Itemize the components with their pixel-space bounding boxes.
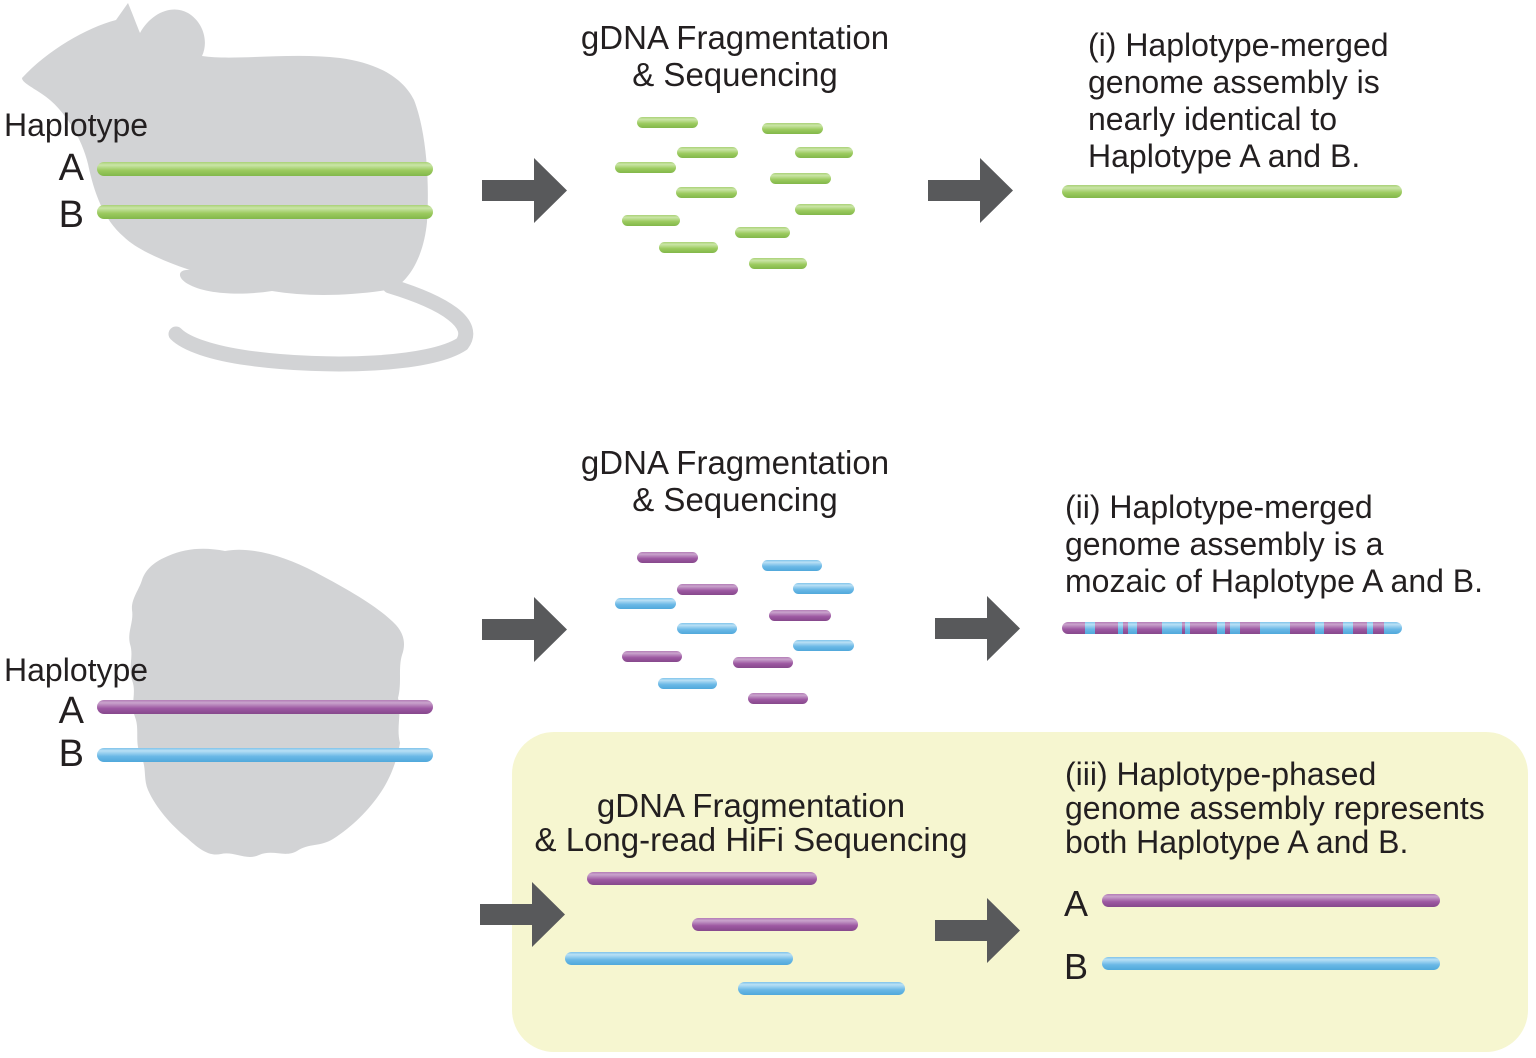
mosaic-segment (1240, 622, 1260, 634)
mosaic-segment (1343, 622, 1353, 634)
dna-fragment (795, 204, 855, 215)
mosaic-segment (1185, 622, 1190, 634)
hifi-long-read (738, 982, 905, 995)
hifi-long-read (692, 918, 858, 931)
mosaic-segment (1095, 622, 1118, 634)
result-iii-line1: (iii) Haplotype-phased (1065, 756, 1377, 792)
dna-fragment (769, 610, 831, 621)
phased-a-label: A (1063, 883, 1088, 924)
flow-arrow-icon (480, 882, 565, 947)
mosaic-segment (1260, 622, 1290, 634)
result-i-line2: genome assembly is (1088, 64, 1380, 100)
dna-fragment (677, 147, 738, 158)
haplotype-b-bar-row1 (97, 205, 433, 219)
result-iii-line2: genome assembly represents (1065, 790, 1485, 826)
result-i-line4: Haplotype A and B. (1088, 138, 1361, 174)
dna-fragment (749, 258, 807, 269)
haplotype-b-label-row1: B (58, 194, 84, 236)
mosaic-segment (1373, 622, 1384, 634)
hifi-long-read (587, 872, 817, 885)
result-ii-line2: genome assembly is a (1065, 526, 1384, 562)
result-ii-line1: (ii) Haplotype-merged (1065, 489, 1373, 525)
dna-fragment (762, 560, 822, 571)
phased-b-label: B (1063, 946, 1088, 987)
dna-fragment (748, 693, 808, 704)
row2-title-line2: & Sequencing (632, 481, 838, 518)
mosaic-segment (1190, 622, 1217, 634)
mosaic-segment (1128, 622, 1137, 634)
row3-title-line2: & Long-read HiFi Sequencing (534, 821, 968, 858)
row2-process-title: gDNA Fragmentation & Sequencing (485, 444, 985, 518)
merged-assembly-bar-green (1062, 185, 1402, 198)
dna-fragment (637, 117, 698, 128)
dna-fragment (658, 678, 717, 689)
dna-fragment (770, 173, 831, 184)
mosaic-segment (1290, 622, 1315, 634)
result-iii-text: (iii) Haplotype-phased genome assembly r… (1065, 757, 1485, 859)
mosaic-segment (1217, 622, 1225, 634)
mosaic-segment (1062, 622, 1085, 634)
row3-title-line1: gDNA Fragmentation (596, 787, 906, 824)
row1-title-line2: & Sequencing (632, 56, 838, 93)
flow-arrow-icon (482, 158, 567, 223)
flow-arrow-icon (935, 898, 1020, 963)
mosaic-segment (1085, 622, 1095, 634)
dna-fragment (622, 651, 682, 662)
mosaic-segment (1230, 622, 1240, 634)
dna-fragment (762, 123, 823, 134)
dna-fragment (676, 187, 737, 198)
mosaic-segment (1118, 622, 1123, 634)
haplotype-b-label-row2: B (58, 733, 84, 775)
mosaic-segment (1137, 622, 1162, 634)
mosaic-segment (1182, 622, 1185, 634)
haplotype-label-row1: Haplotype (4, 107, 149, 143)
haplotype-a-label-row1: A (58, 147, 84, 189)
dna-fragment (793, 583, 854, 594)
haplotype-label-row2: Haplotype (4, 652, 149, 688)
row3-process-title: gDNA Fragmentation & Long-read HiFi Sequ… (501, 789, 1001, 857)
row1-process-title: gDNA Fragmentation & Sequencing (485, 19, 985, 93)
flow-arrow-icon (935, 596, 1020, 661)
result-ii-line3: mozaic of Haplotype A and B. (1065, 563, 1484, 599)
mosaic-segment (1384, 622, 1402, 634)
mosaic-segment (1225, 622, 1230, 634)
haplotype-a-bar-row1 (97, 162, 433, 176)
phased-assembly-bar-b (1102, 957, 1440, 970)
dna-fragment (615, 162, 676, 173)
flow-arrow-icon (482, 597, 567, 662)
mosaic-segment (1324, 622, 1343, 634)
result-i-line3: nearly identical to (1088, 101, 1338, 137)
dna-fragment (622, 215, 680, 226)
hifi-highlight-box (512, 732, 1528, 1052)
mouse-silhouette (22, 3, 474, 372)
row2-title-line1: gDNA Fragmentation (580, 444, 890, 481)
result-i-text: (i) Haplotype-merged genome assembly is … (1088, 27, 1389, 175)
dna-fragment (677, 623, 737, 634)
hifi-long-read (565, 952, 793, 965)
result-i-line1: (i) Haplotype-merged (1088, 27, 1389, 63)
mosaic-assembly-bar (1062, 622, 1402, 634)
result-iii-line3: both Haplotype A and B. (1065, 824, 1409, 860)
result-ii-text: (ii) Haplotype-merged genome assembly is… (1065, 489, 1483, 600)
dna-fragment (637, 552, 698, 563)
haplotype-b-bar-row2 (97, 748, 433, 762)
mosaic-segment (1315, 622, 1324, 634)
dna-fragment (615, 598, 676, 609)
mosaic-segment (1353, 622, 1367, 634)
haplotype-a-label-row2: A (58, 690, 84, 732)
phased-assembly-bar-a (1102, 894, 1440, 907)
dna-fragment (733, 657, 793, 668)
haplotype-a-bar-row2 (97, 700, 433, 714)
dna-fragment (659, 242, 718, 253)
dna-fragment (735, 227, 790, 238)
mosaic-segment (1162, 622, 1182, 634)
flow-arrow-icon (928, 158, 1013, 223)
mosaic-segment (1123, 622, 1128, 634)
dna-fragment (795, 147, 853, 158)
dna-fragment (793, 640, 854, 651)
row1-title-line1: gDNA Fragmentation (580, 19, 890, 56)
dna-fragment (677, 584, 738, 595)
mosaic-segment (1367, 622, 1373, 634)
